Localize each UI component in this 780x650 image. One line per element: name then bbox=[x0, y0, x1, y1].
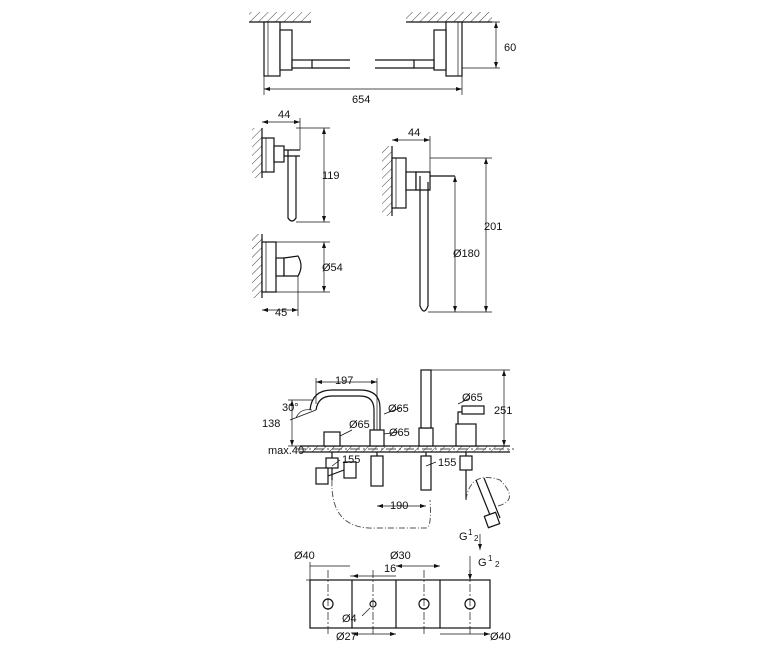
dim-16: 16 bbox=[384, 563, 396, 575]
dim-65-left: Ø65 bbox=[349, 419, 370, 431]
dim-180: Ø180 bbox=[453, 248, 480, 260]
dim-45: 45 bbox=[275, 307, 287, 319]
dim-190: 190 bbox=[390, 500, 408, 512]
thread-den-lower: 2 bbox=[495, 560, 500, 569]
bath-mixer-drawing bbox=[288, 369, 514, 529]
dim-4: Ø4 bbox=[342, 613, 357, 625]
towel-ring-large-drawing bbox=[382, 136, 492, 313]
dim-65-spout: Ø65 bbox=[388, 403, 409, 415]
dim-27: Ø27 bbox=[336, 631, 357, 643]
thread-g-lower: G bbox=[478, 557, 487, 569]
dim-30-degrees: 30° bbox=[282, 402, 299, 414]
dim-155-left: 155 bbox=[342, 454, 360, 466]
thread-den-upper: 2 bbox=[474, 534, 479, 543]
dim-119: 119 bbox=[322, 170, 340, 182]
dim-65-center: Ø65 bbox=[389, 427, 410, 439]
dim-54: Ø54 bbox=[322, 262, 343, 274]
dim-65-lever: Ø65 bbox=[462, 392, 483, 404]
dim-201: 201 bbox=[484, 221, 502, 233]
thread-mark-upper bbox=[478, 534, 482, 550]
dim-60: 60 bbox=[504, 42, 516, 54]
thread-g-upper: G bbox=[459, 531, 468, 543]
dim-40-top: Ø40 bbox=[294, 550, 315, 562]
towel-ring-small-drawing bbox=[252, 118, 330, 223]
dim-155-right: 155 bbox=[438, 457, 456, 469]
thread-num-lower: 1 bbox=[488, 554, 493, 563]
dim-44-large-ring: 44 bbox=[408, 127, 420, 139]
dim-138: 138 bbox=[262, 418, 280, 430]
dim-30: Ø30 bbox=[390, 550, 411, 562]
dim-197: 197 bbox=[335, 375, 353, 387]
robe-hook-drawing bbox=[252, 234, 330, 316]
dim-251: 251 bbox=[494, 405, 512, 417]
dim-40-bottom: Ø40 bbox=[490, 631, 511, 643]
dim-654: 654 bbox=[352, 94, 370, 106]
deck-hole-plan bbox=[306, 556, 491, 636]
towel-bar-drawing bbox=[249, 12, 500, 95]
dim-44-small-ring: 44 bbox=[278, 109, 290, 121]
thread-num-upper: 1 bbox=[468, 528, 473, 537]
dim-max40: max.40 bbox=[268, 445, 304, 457]
